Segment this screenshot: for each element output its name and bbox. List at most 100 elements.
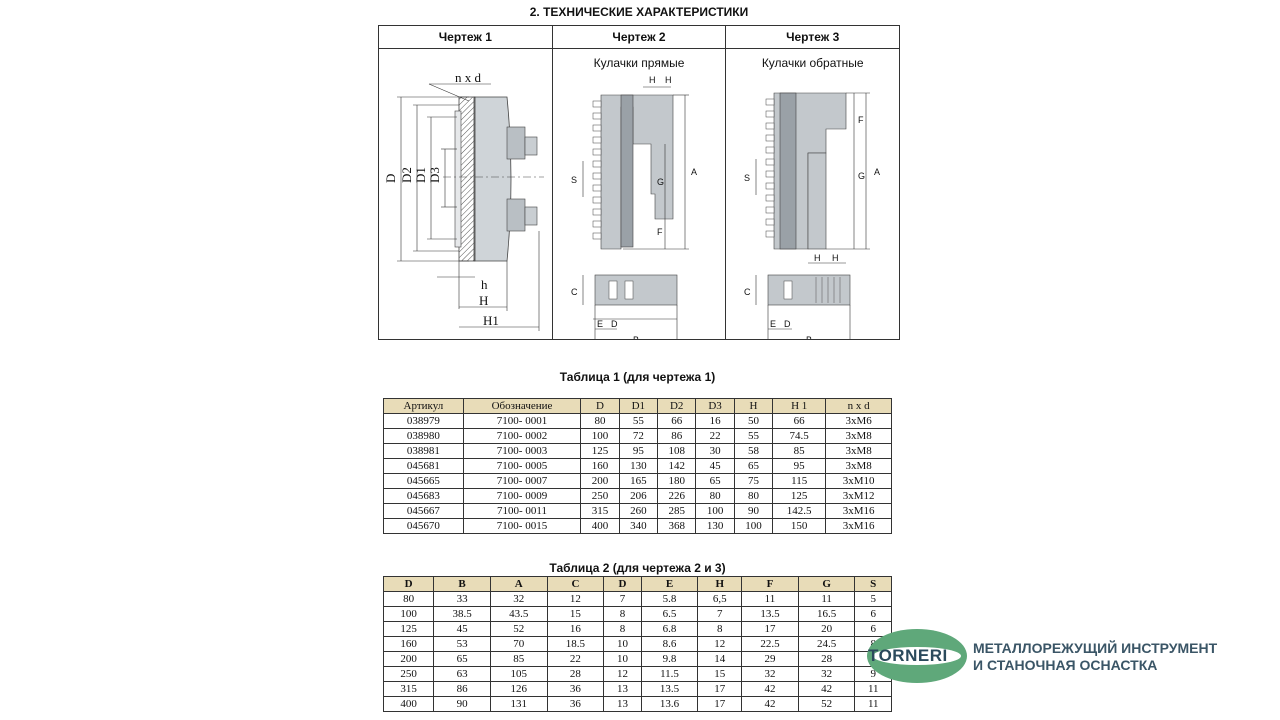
table-cell: 11	[854, 696, 892, 712]
torneri-logo: TORNERI МЕТАЛЛОРЕЖУЩИЙ ИНСТРУМЕНТ И СТАН…	[866, 628, 1246, 684]
table-cell: 65	[695, 473, 735, 489]
table2-header-cell: D	[382, 576, 435, 592]
table-cell: 52	[797, 696, 856, 712]
table-cell: 45	[433, 621, 491, 637]
table-cell: 80	[695, 488, 735, 504]
label-E: E	[597, 319, 603, 329]
table-cell: 250	[382, 666, 435, 682]
table-cell: 7100- 0005	[462, 458, 582, 474]
table-cell: 13.6	[640, 696, 699, 712]
drawing-3: Чертеж 3 Кулачки обратные	[726, 26, 900, 339]
table1-header-cell: D	[580, 398, 620, 414]
table-cell: 63	[433, 666, 491, 682]
table-cell: 125	[772, 488, 827, 504]
table-cell: 7	[603, 591, 642, 607]
label-D: D	[383, 174, 398, 183]
table-cell: 55	[733, 428, 774, 444]
table-cell: 22	[546, 651, 605, 667]
table-cell: 7100- 0009	[462, 488, 582, 504]
label-H: H	[479, 293, 488, 308]
table-cell: 11.5	[640, 666, 699, 682]
table-cell: 6.8	[640, 621, 699, 637]
table-cell: 8	[697, 621, 743, 637]
table1-header-cell: n x d	[825, 398, 892, 414]
table-cell: 100	[580, 428, 620, 444]
table-cell: 66	[772, 413, 827, 429]
label-H1: H1	[483, 313, 499, 328]
table-cell: 20	[797, 621, 856, 637]
table-cell: 66	[656, 413, 697, 429]
table-cell: 52	[489, 621, 548, 637]
table-cell: 7100- 0001	[462, 413, 582, 429]
table-cell: 30	[695, 443, 735, 459]
table-cell: 206	[618, 488, 659, 504]
table-cell: 11	[797, 591, 856, 607]
table-cell: 200	[382, 651, 435, 667]
table1-header-cell: H 1	[772, 398, 827, 414]
table-cell: 74.5	[772, 428, 827, 444]
label-A: A	[691, 167, 697, 177]
reverse-jaw-drawing: F G A H H S C E D B	[744, 92, 880, 339]
table-cell: 12	[546, 591, 605, 607]
table-cell: 29	[741, 651, 799, 667]
table-cell: 131	[489, 696, 548, 712]
label-F3: F	[858, 115, 864, 125]
table-cell: 038979	[383, 413, 464, 429]
table-cell: 400	[580, 518, 620, 534]
table-cell: 86	[433, 681, 491, 697]
table1-header-cell: D2	[656, 398, 697, 414]
logo-tagline: МЕТАЛЛОРЕЖУЩИЙ ИНСТРУМЕНТ И СТАНОЧНАЯ ОС…	[973, 640, 1217, 674]
label-nxd: n x d	[455, 70, 482, 85]
drawing-1-header: Чертеж 1	[379, 26, 552, 49]
table-cell: 55	[618, 413, 659, 429]
table-cell: 400	[382, 696, 435, 712]
table-cell: 115	[772, 473, 827, 489]
table-cell: 90	[433, 696, 491, 712]
table-cell: 142	[656, 458, 697, 474]
table-cell: 24.5	[797, 636, 856, 652]
logo-tagline-2: И СТАНОЧНАЯ ОСНАСТКА	[973, 657, 1158, 673]
table-cell: 13	[603, 696, 642, 712]
label-h: h	[481, 277, 488, 292]
table-cell: 5.8	[640, 591, 699, 607]
table-cell: 22.5	[741, 636, 799, 652]
table-cell: 105	[489, 666, 548, 682]
table-cell: 8.6	[640, 636, 699, 652]
table-cell: 045683	[383, 488, 464, 504]
table-cell: 28	[546, 666, 605, 682]
table-cell: 125	[580, 443, 620, 459]
table-cell: 17	[697, 696, 743, 712]
table-cell: 3xM12	[825, 488, 892, 504]
table-cell: 75	[733, 473, 774, 489]
table2-header-cell: H	[697, 576, 743, 592]
table-cell: 72	[618, 428, 659, 444]
table-cell: 045681	[383, 458, 464, 474]
label-B: B	[633, 335, 639, 339]
table1-caption: Таблица 1 (для чертежа 1)	[559, 370, 716, 384]
table-cell: 130	[618, 458, 659, 474]
table-cell: 6.5	[640, 606, 699, 622]
table-cell: 15	[546, 606, 605, 622]
table2-header-cell: D	[603, 576, 642, 592]
table2-header-cell: B	[433, 576, 491, 592]
logo-oval-icon	[867, 629, 967, 683]
label-Dj: D	[611, 319, 618, 329]
table-cell: 80	[733, 488, 774, 504]
table-cell: 3xM8	[825, 443, 892, 459]
table-cell: 16	[546, 621, 605, 637]
table-cell: 13	[603, 681, 642, 697]
table2-caption: Таблица 2 (для чертежа 2 и 3)	[549, 561, 726, 575]
table-cell: 3xM16	[825, 518, 892, 534]
table-cell: 16.5	[797, 606, 856, 622]
logo-brand: TORNERI	[868, 646, 948, 665]
table-cell: 45	[695, 458, 735, 474]
